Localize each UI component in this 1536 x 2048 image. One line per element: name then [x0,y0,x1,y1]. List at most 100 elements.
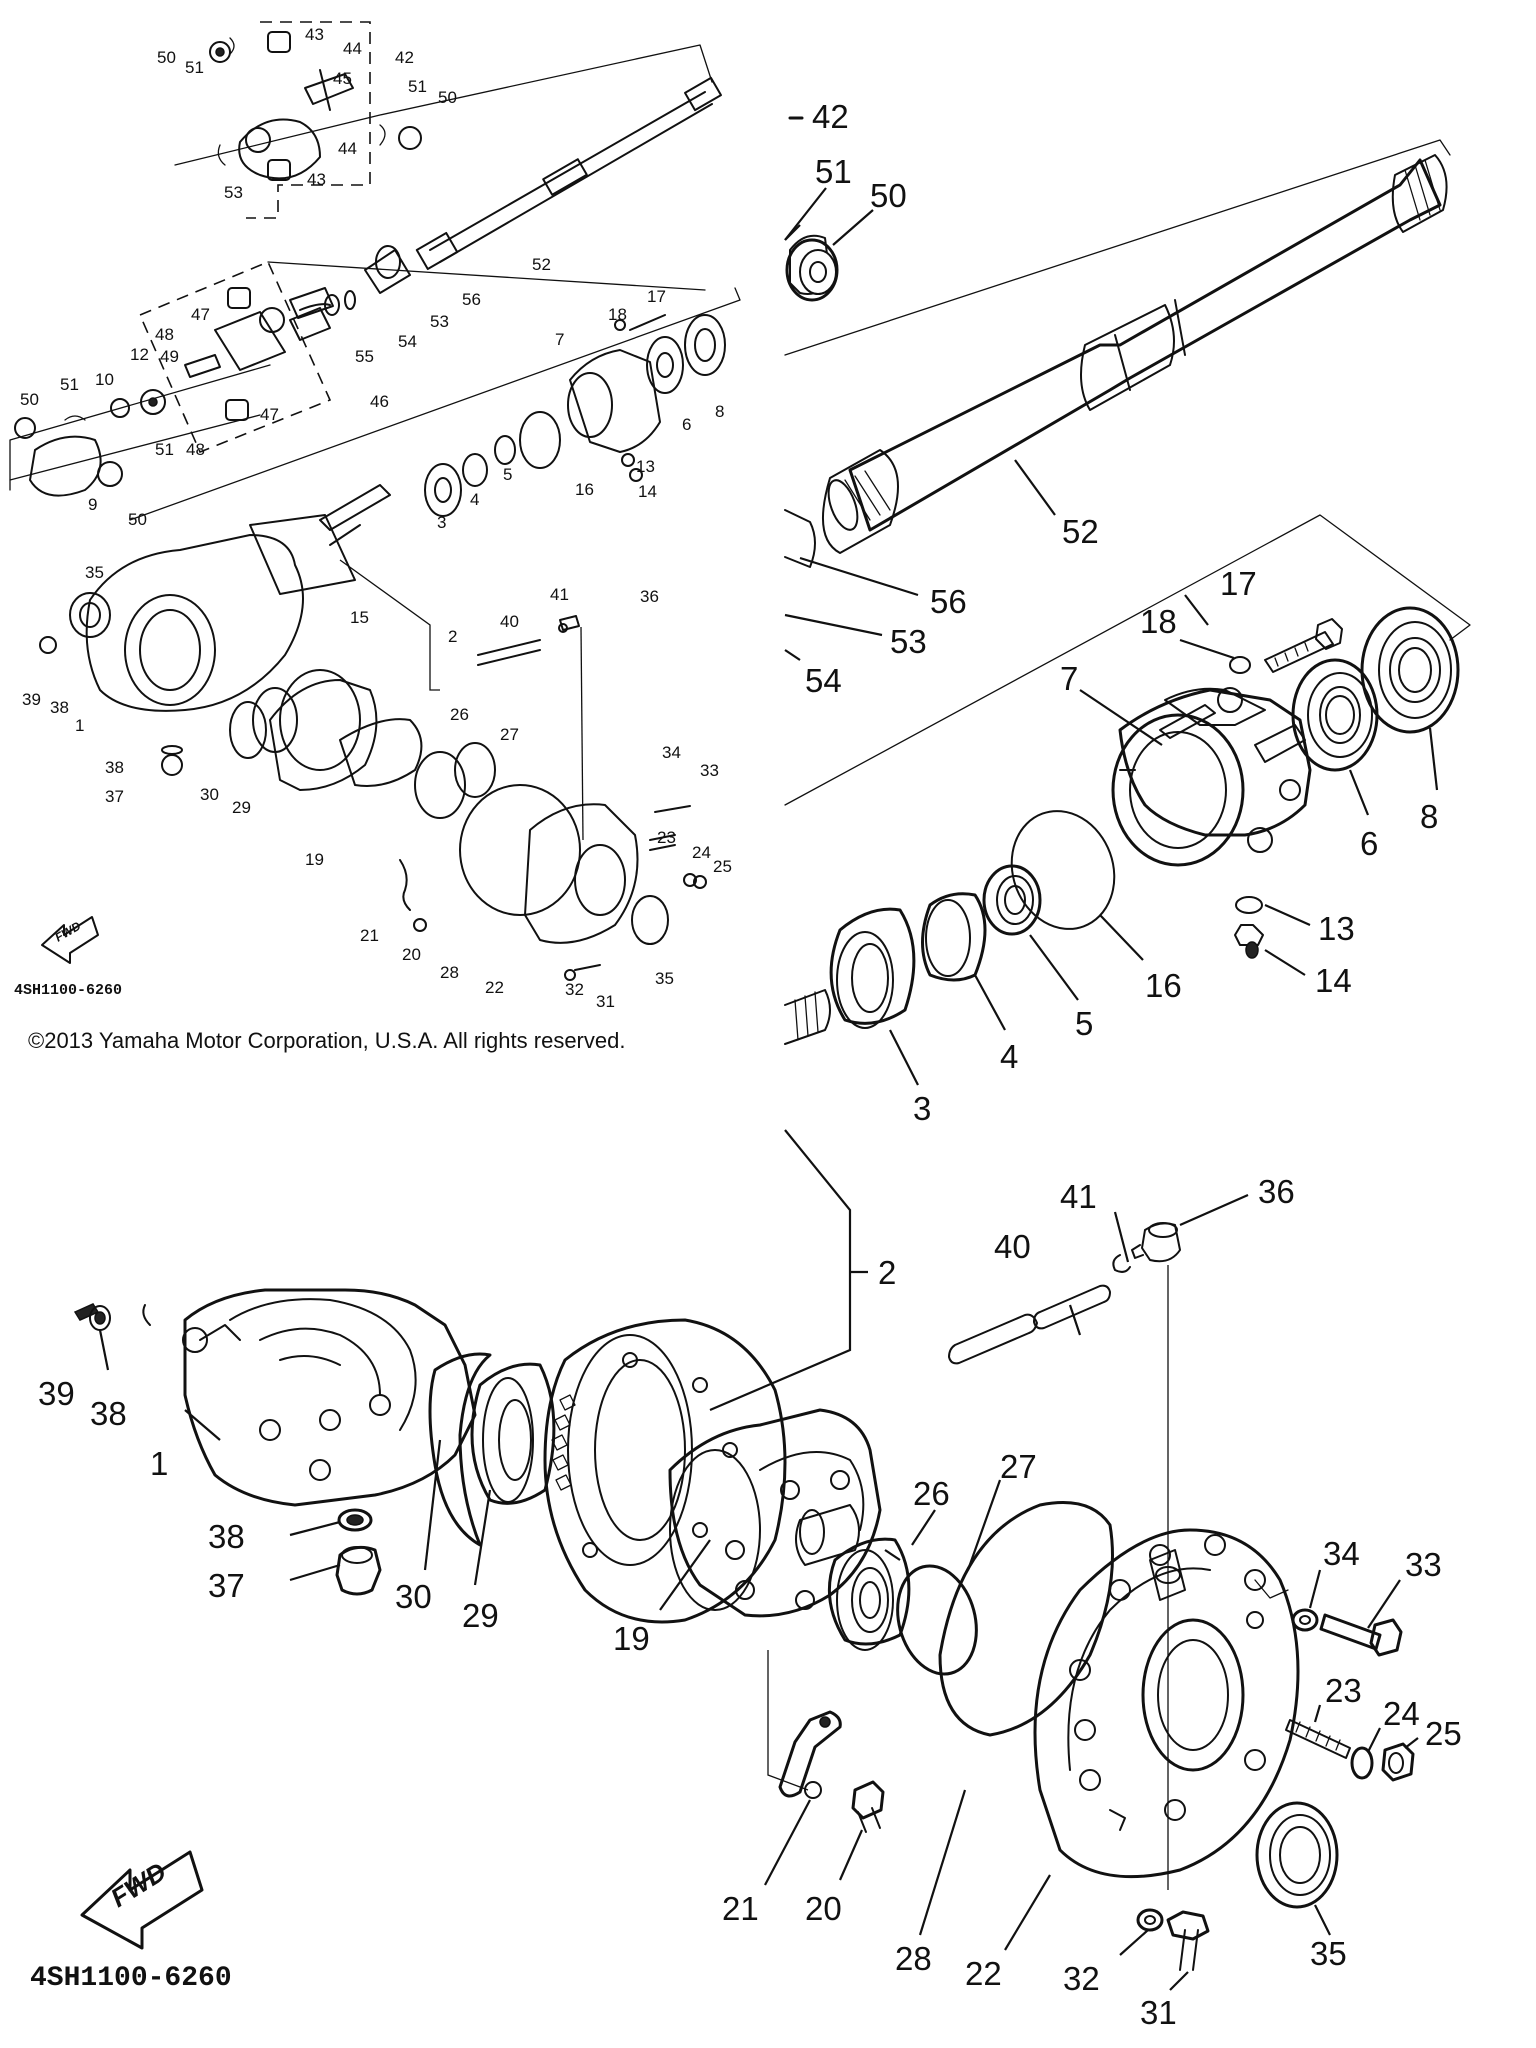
collar-4 [921,892,987,982]
fwd-arrow-overview: FWD [41,916,99,964]
label-56: 56 [930,583,967,620]
leader-26 [911,1509,936,1546]
label-25: 25 [713,857,732,876]
zoom-top-labels: 42 51 50 52 56 53 54 17 18 7 6 8 13 14 1… [788,98,1438,1127]
label-37: 37 [105,787,124,806]
label-17: 17 [647,287,666,306]
label-36: 36 [640,587,659,606]
oil-seal-35 [1255,1801,1339,1909]
label-31: 31 [1140,1994,1177,2031]
label-56: 56 [462,290,481,309]
label-38: 38 [105,758,124,777]
leader-23 [1313,1704,1322,1723]
label-34: 34 [1323,1535,1360,1572]
part-50-zoom [785,234,839,302]
label-34: 34 [662,743,681,762]
label-5: 5 [1075,1005,1093,1042]
parts-53-56-overview [289,245,411,341]
bearing-29 [470,1362,556,1505]
label-50: 50 [438,88,457,107]
label-42: 42 [812,98,849,135]
label-35: 35 [85,563,104,582]
label-13: 13 [636,457,655,476]
leader-54 [784,649,801,661]
leader-36 [1179,1193,1249,1227]
label-13: 13 [1318,910,1355,947]
box-46 [139,260,332,454]
parts-39-38-top [73,1303,151,1331]
label-39: 39 [38,1375,75,1412]
leader-36-overview [580,626,584,841]
zoom-bracket-bottom [784,514,1471,806]
label-44: 44 [343,39,362,58]
leader-26-a [884,1549,901,1561]
label-20: 20 [402,945,421,964]
label-2: 2 [448,627,457,646]
label-40: 40 [994,1228,1031,1265]
bearing-6 [1291,658,1379,772]
bearing-26 [827,1537,911,1651]
bottom-bracket [1254,1579,1289,1599]
label-52: 52 [532,255,551,274]
parts-32-31 [1136,1908,1210,1971]
label-26: 26 [450,705,469,724]
leader-33 [1367,1579,1401,1629]
drive-shaft-52 [821,154,1448,554]
label-29: 29 [232,798,251,817]
label-23: 23 [657,828,676,847]
pin-40 [948,1284,1111,1365]
label-46: 46 [370,392,389,411]
label-2: 2 [878,1254,896,1291]
label-32: 32 [565,980,584,999]
label-7: 7 [555,330,564,349]
label-15: 15 [350,608,369,627]
svg-text:FWD: FWD [53,919,84,945]
label-47: 47 [191,305,210,324]
zoom-panel-bottom: FWD 41 36 40 2 39 38 1 38 37 30 29 26 27… [30,1129,1462,2031]
parts-13-14 [1234,896,1264,959]
label-30: 30 [200,785,219,804]
label-24: 24 [692,843,711,862]
label-43: 43 [305,25,324,44]
label-48: 48 [186,440,205,459]
o-ring-16 [1010,810,1116,930]
leader-35 [1314,1904,1331,1936]
leader-14 [1264,949,1306,976]
label-4: 4 [470,490,479,509]
label-36: 36 [1258,1173,1295,1210]
pinion-fragment [784,989,831,1045]
label-37: 37 [208,1567,245,1604]
fwd-arrow: FWD [80,1850,204,1950]
label-49: 49 [160,347,179,366]
label-38: 38 [90,1395,127,1432]
bolt-17 [1264,618,1343,673]
leader-18 [1179,638,1235,660]
shim-30 [428,1352,492,1547]
label-6: 6 [1360,825,1378,862]
label-51: 51 [815,153,852,190]
leader-30 [423,1439,442,1571]
label-19: 19 [613,1620,650,1657]
parts-21-20 [778,1710,885,1833]
label-54: 54 [805,662,842,699]
leader-38b [289,1520,341,1537]
label-10: 10 [95,370,114,389]
leader-38a [98,1329,110,1371]
leader-19 [659,1539,711,1611]
label-41: 41 [550,585,569,604]
label-27: 27 [1000,1448,1037,1485]
label-27: 27 [500,725,519,744]
leader-16 [1099,914,1144,961]
housing-7 [1111,687,1312,867]
housing-1 [182,1288,477,1507]
leader-51 [784,187,827,241]
leader-5 [1029,934,1079,1001]
label-22: 22 [485,978,504,997]
zoom-bottom-labels: 41 36 40 2 39 38 1 38 37 30 29 26 27 19 … [38,1173,1462,2031]
label-51: 51 [185,58,204,77]
leader-25 [1404,1737,1419,1749]
label-1: 1 [75,716,84,735]
label-21: 21 [360,926,379,945]
label-3: 3 [437,513,446,532]
